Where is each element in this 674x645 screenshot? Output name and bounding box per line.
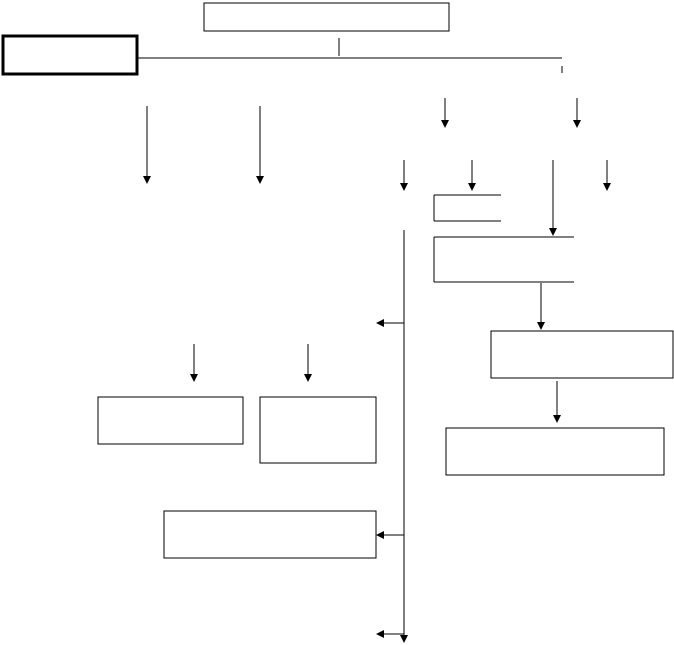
- right-lower-box: [445, 427, 665, 476]
- left-lower-box-2: [259, 396, 377, 464]
- left-lower-box-1: [97, 396, 244, 445]
- top-box: [203, 2, 450, 32]
- left-bold-box: [1, 34, 139, 76]
- right-open-box: [433, 236, 574, 283]
- right-mid-box: [490, 330, 674, 379]
- bottom-wide-box: [163, 510, 377, 559]
- small-right-box: [433, 194, 501, 222]
